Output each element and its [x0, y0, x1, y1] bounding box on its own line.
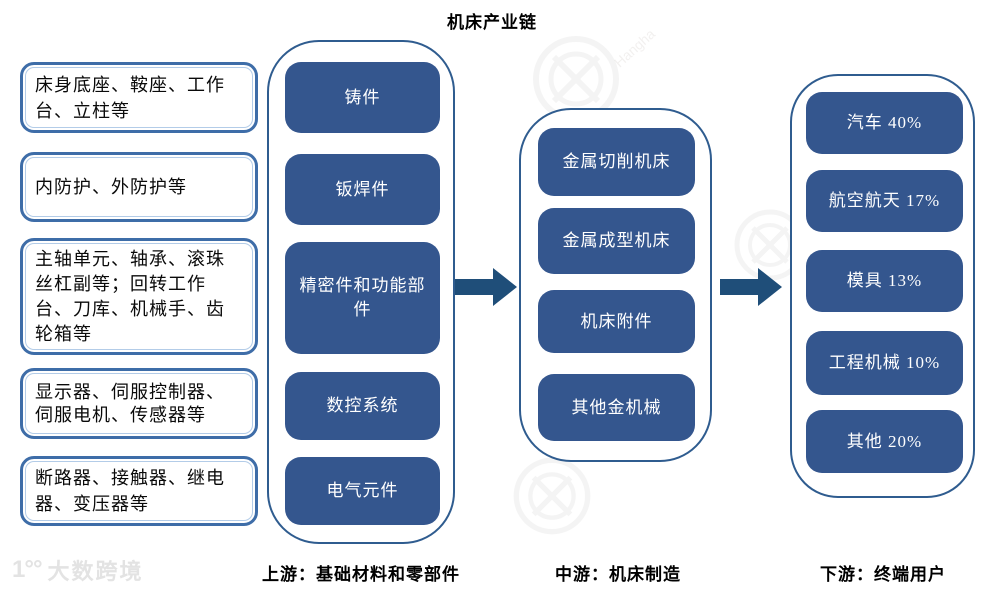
midstream-box: 其他金机械 [538, 374, 695, 441]
upstream-stage-label-text: 上游：基础材料和零部件 [262, 565, 460, 584]
upstream-input-box: 内防护、外防护等 [20, 152, 258, 222]
brand-name: 大数跨境 [47, 559, 144, 584]
flow-arrow-right [455, 268, 517, 306]
downstream-box-label: 模具 13% [846, 271, 923, 290]
upstream-input-text: 显示器、伺服控制器、伺服电机、传感器等 [35, 381, 225, 425]
brand-logo-icon: 1°° [12, 556, 43, 583]
upstream-input-box: 断路器、接触器、继电器、变压器等 [20, 456, 258, 526]
midstream-box: 机床附件 [538, 290, 695, 353]
upstream-box-label: 电气元件 [326, 481, 399, 500]
downstream-box-label: 工程机械 10% [828, 353, 941, 372]
seal-watermark [513, 457, 591, 535]
downstream-box: 其他 20% [806, 410, 963, 473]
downstream-box-label: 航空航天 17% [828, 191, 941, 210]
upstream-box: 铸件 [285, 62, 440, 133]
upstream-input-box: 床身底座、鞍座、工作台、立柱等 [20, 62, 258, 133]
upstream-box: 钣焊件 [285, 154, 440, 225]
midstream-box-label: 金属切削机床 [562, 152, 671, 171]
page-title: 机床产业链 [447, 13, 537, 32]
downstream-box: 模具 13% [806, 250, 963, 312]
upstream-box: 精密件和功能部件 [285, 242, 440, 354]
upstream-input-box: 显示器、伺服控制器、伺服电机、传感器等 [20, 368, 258, 439]
upstream-box: 电气元件 [285, 457, 440, 525]
downstream-box: 汽车 40% [806, 92, 963, 154]
upstream-box-label: 精密件和功能部件 [299, 276, 426, 319]
downstream-box-label: 汽车 40% [846, 113, 923, 132]
downstream-stage-label: 下游：终端用户 [820, 560, 946, 585]
upstream-input-text: 断路器、接触器、继电器、变压器等 [35, 468, 225, 514]
upstream-input-box: 主轴单元、轴承、滚珠丝杠副等；回转工作台、刀库、机械手、齿轮箱等 [20, 238, 258, 355]
midstream-box: 金属切削机床 [538, 128, 695, 196]
downstream-box: 工程机械 10% [806, 331, 963, 395]
upstream-input-text: 内防护、外防护等 [35, 177, 187, 197]
upstream-stage-label: 上游：基础材料和零部件 [262, 560, 460, 585]
midstream-box-label: 金属成型机床 [562, 231, 671, 250]
midstream-box: 金属成型机床 [538, 208, 695, 274]
downstream-stage-label-text: 下游：终端用户 [820, 565, 946, 584]
upstream-input-text: 主轴单元、轴承、滚珠丝杠副等；回转工作台、刀库、机械手、齿轮箱等 [35, 248, 225, 344]
midstream-stage-label: 中游：机床制造 [555, 560, 681, 585]
upstream-box-label: 铸件 [344, 87, 381, 107]
downstream-box: 航空航天 17% [806, 170, 963, 232]
upstream-box-label: 钣焊件 [335, 179, 390, 199]
midstream-stage-label-text: 中游：机床制造 [555, 565, 681, 584]
upstream-box: 数控系统 [285, 372, 440, 440]
midstream-box-label: 机床附件 [580, 311, 653, 331]
upstream-box-label: 数控系统 [326, 396, 399, 415]
brand-watermark: 1°° 大数跨境 [12, 554, 144, 586]
downstream-box-label: 其他 20% [846, 431, 923, 451]
upstream-input-text: 床身底座、鞍座、工作台、立柱等 [35, 74, 225, 121]
midstream-box-label: 其他金机械 [571, 397, 662, 417]
flow-arrow-right [720, 268, 782, 306]
